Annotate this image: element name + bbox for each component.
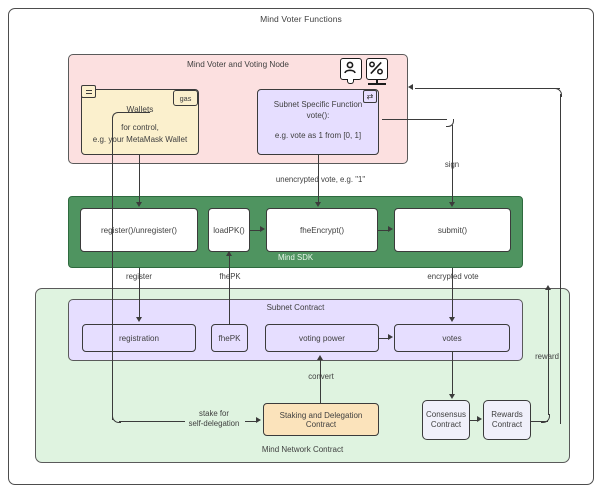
subnet-registration-box[interactable]: registration [82, 324, 196, 352]
edge-sign-head [449, 202, 455, 207]
edge-feedback-top-line [415, 87, 560, 89]
edge-encrypted-vote-line [452, 268, 454, 318]
sdk-arrow-loadpk-encrypt-head [260, 226, 265, 233]
edge-reward-vertical [547, 290, 549, 415]
subnet-votes-box[interactable]: votes [394, 324, 510, 352]
rewards-contract-box[interactable]: Rewards Contract [483, 400, 531, 440]
wallets-subtext: for control, e.g. your MetaMask Wallet [81, 122, 199, 146]
person-speech-tail-icon [347, 79, 354, 84]
rewards-contract-line2: Contract [491, 420, 523, 429]
edge-sign-vertical [452, 125, 454, 203]
consensus-contract-box[interactable]: Consensus Contract [422, 400, 470, 440]
edge-stake-corner-bottom [112, 413, 121, 423]
edge-label-stake-line1: stake for [199, 409, 229, 418]
subnet-voting-power-box[interactable]: voting power [265, 324, 379, 352]
edge-stake-corner-top [112, 111, 120, 120]
edge-stake-to-staking-line [245, 420, 257, 422]
edge-vote-to-encrypt-line [318, 155, 320, 203]
arrow-power-votes-line [379, 337, 389, 339]
edge-label-unencrypted-vote: unencrypted vote, e.g. "1" [275, 175, 366, 184]
arrow-power-votes-head [388, 334, 393, 341]
monitor-base-icon [368, 83, 386, 85]
consensus-contract-line1: Consensus [425, 409, 467, 419]
subnet-function-title: Subnet Specific Function vote(): [257, 99, 379, 121]
arrow-consensus-rewards-head [477, 416, 482, 423]
edge-feedback-head [408, 84, 413, 91]
edge-reward-horizontal [531, 420, 548, 422]
edge-wallets-to-register-head [136, 202, 142, 207]
edge-stake-vertical [112, 117, 114, 420]
edge-convert-line [320, 360, 322, 403]
edge-reward-head [545, 285, 551, 290]
edge-votes-consensus-line [452, 352, 454, 395]
edge-convert-head [317, 355, 323, 360]
subnet-function-title-line1: Subnet Specific Function [273, 100, 363, 109]
edge-stake-bottom-horizontal [119, 420, 185, 422]
consensus-contract-line2: Contract [430, 420, 462, 429]
subnet-function-subtext: e.g. vote as 1 from [0, 1] [274, 131, 362, 140]
sdk-arrow-encrypt-submit-head [388, 226, 393, 233]
mind-network-contract-title: Mind Network Contract [261, 445, 344, 454]
edge-stake-to-staking-head [256, 417, 261, 424]
person-speech-icon [340, 58, 362, 80]
edge-stake-top-horizontal [118, 111, 150, 113]
edge-fhepk-head [226, 251, 232, 256]
sdk-loadpk-box[interactable]: loadPK() [208, 208, 250, 252]
note-icon [81, 85, 96, 98]
edge-label-encrypted-vote: encrypted vote [427, 272, 479, 281]
edge-encrypted-vote-head [449, 317, 455, 322]
sdk-register-unregister-box[interactable]: register()/unregister() [80, 208, 198, 252]
edge-reward-corner [541, 413, 550, 423]
edge-feedback-corner-top [553, 87, 562, 97]
sdk-arrow-encrypt-submit-line [378, 229, 389, 231]
wallets-subtext-line1: for control, [121, 123, 159, 132]
subnet-contract-title: Subnet Contract [266, 303, 325, 312]
edge-label-stake-line2: self-delegation [188, 419, 240, 428]
edge-label-sign: sign [444, 160, 460, 169]
edge-label-convert: convert [308, 372, 334, 381]
sdk-arrow-loadpk-encrypt-line [250, 229, 261, 231]
edge-wallets-to-register-line [139, 155, 141, 203]
voter-node-title: Mind Voter and Voting Node [187, 60, 289, 69]
arrow-consensus-rewards-line [470, 419, 478, 421]
edge-sign-horizontal [382, 118, 447, 120]
edge-sign-corner [446, 118, 454, 127]
edge-vote-to-encrypt-head [315, 202, 321, 207]
subnet-function-title-line2: vote(): [306, 111, 330, 120]
subnet-specific-function-card[interactable] [257, 89, 379, 155]
edge-label-stake-self-delegation: stake for self-delegation [182, 409, 246, 429]
edge-register-head [136, 317, 142, 322]
subnet-fhepk-box[interactable]: fhePK [211, 324, 248, 352]
edge-label-fhepk: fhePK [219, 272, 241, 281]
mind-sdk-title: Mind SDK [277, 253, 314, 262]
wallets-label: Wallets [126, 104, 154, 114]
edge-register-line [139, 268, 141, 318]
edge-fhepk-line [229, 256, 231, 324]
staking-delegation-contract-box[interactable]: Staking and Delegation Contract [263, 403, 379, 436]
monitor-stand-icon [376, 80, 378, 84]
edge-feedback-right-vertical [559, 94, 561, 424]
edge-votes-consensus-head [449, 394, 455, 399]
swap-icon: ⇄ [363, 90, 377, 103]
wallets-subtext-line2: e.g. your MetaMask Wallet [92, 135, 188, 144]
gas-tag: gas [173, 90, 198, 106]
page-title: Mind Voter Functions [260, 14, 342, 24]
percent-monitor-icon [366, 58, 388, 80]
sdk-submit-box[interactable]: submit() [394, 208, 511, 252]
sdk-fheencrypt-box[interactable]: fheEncrypt() [266, 208, 378, 252]
edge-label-reward: reward [535, 352, 559, 361]
rewards-contract-line1: Rewards [491, 409, 523, 419]
edge-label-register: register [126, 272, 152, 281]
